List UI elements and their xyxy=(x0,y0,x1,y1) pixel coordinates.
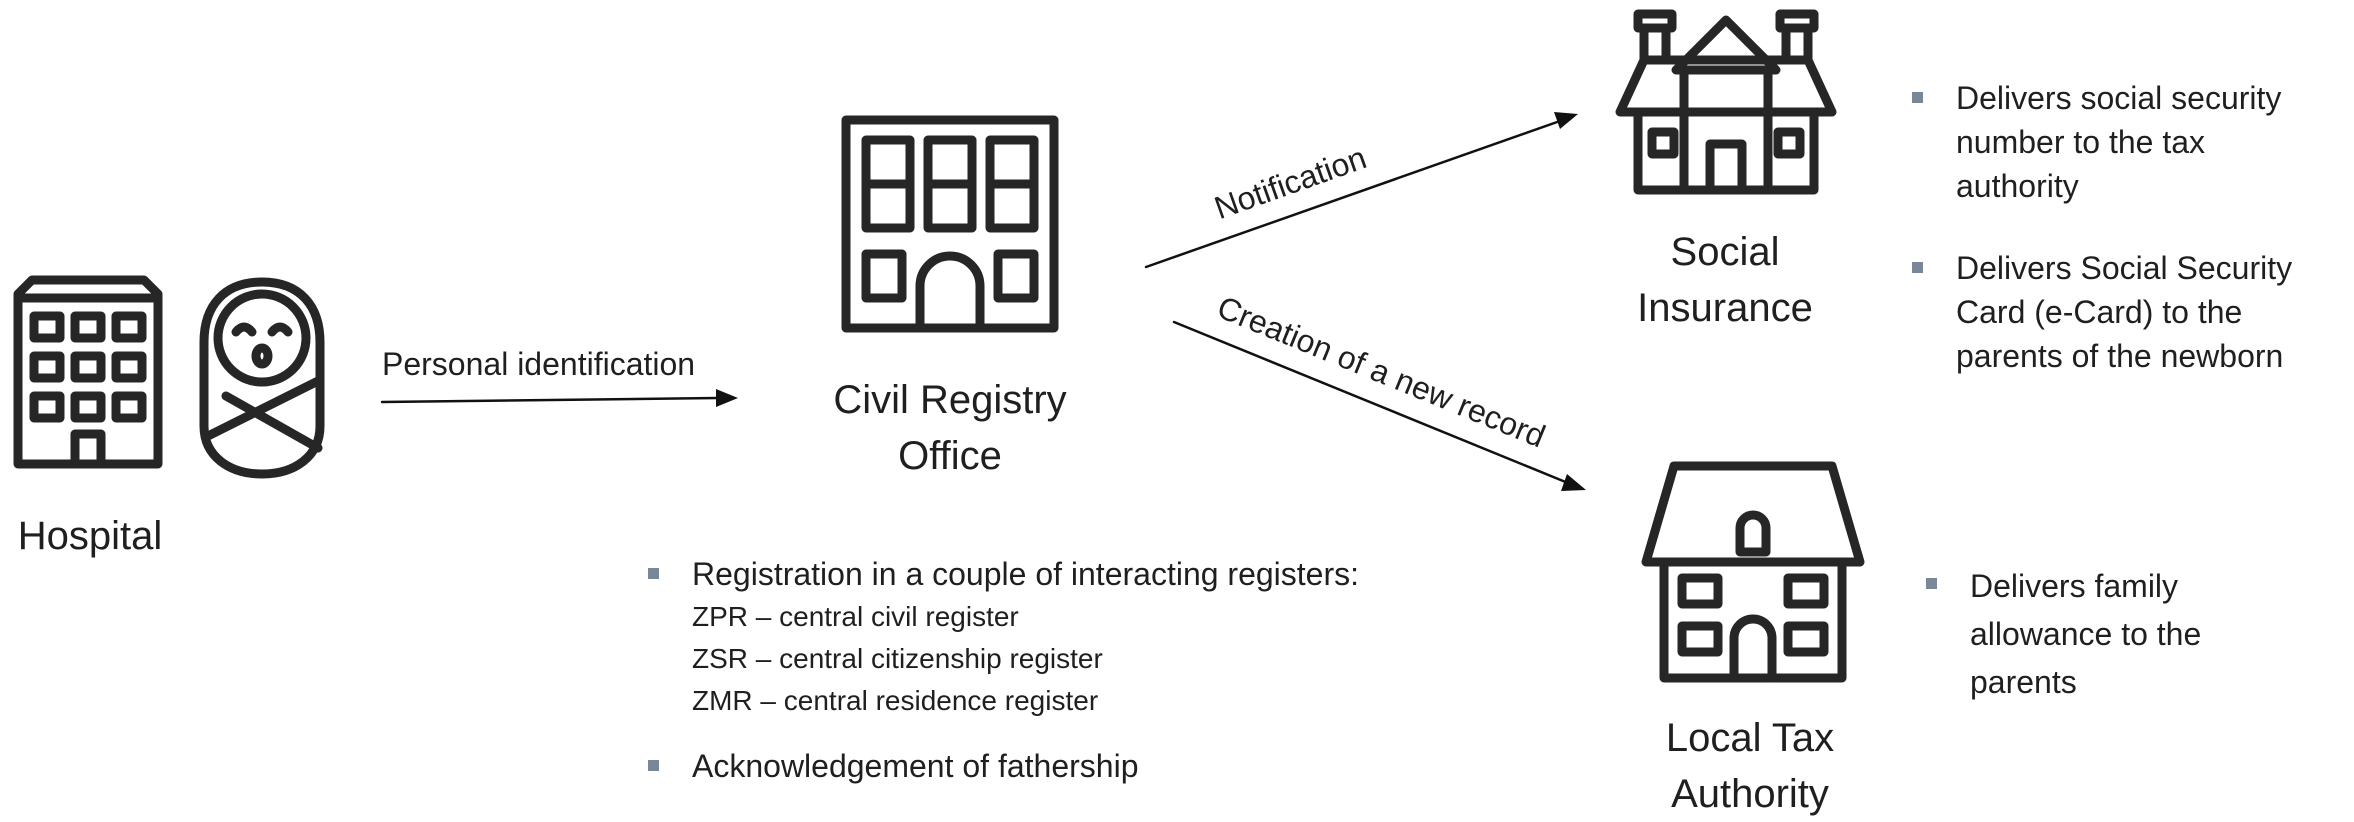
register-zsr: ZSR – central citizenship register xyxy=(692,643,1103,674)
register-zmr: ZMR – central residence register xyxy=(692,685,1099,716)
arrow-notification xyxy=(1144,112,1578,269)
bullet-marker xyxy=(1912,262,1923,273)
registry-note-registers: Registration in a couple of interacting … xyxy=(646,552,1546,722)
mansion-icon xyxy=(1615,9,1837,195)
registry-note-fathership: Acknowledgement of fathership xyxy=(646,744,1546,788)
bullet-marker xyxy=(1912,92,1923,103)
house-icon xyxy=(1641,461,1865,683)
arrow-personal-identification xyxy=(380,389,738,407)
registry-notes: Registration in a couple of interacting … xyxy=(646,552,1546,788)
bullet-marker xyxy=(1926,578,1937,589)
bullet-marker xyxy=(648,568,659,579)
register-zpr: ZPR – central civil register xyxy=(692,601,1019,632)
arrow-creation xyxy=(1172,320,1586,491)
hospital-label: Hospital xyxy=(17,514,163,558)
baby-icon xyxy=(199,277,325,479)
office-building-icon xyxy=(841,115,1059,333)
bullet-marker xyxy=(648,760,659,771)
hospital-icon xyxy=(13,275,163,469)
personal-identification-label: Personal identification xyxy=(382,346,696,382)
